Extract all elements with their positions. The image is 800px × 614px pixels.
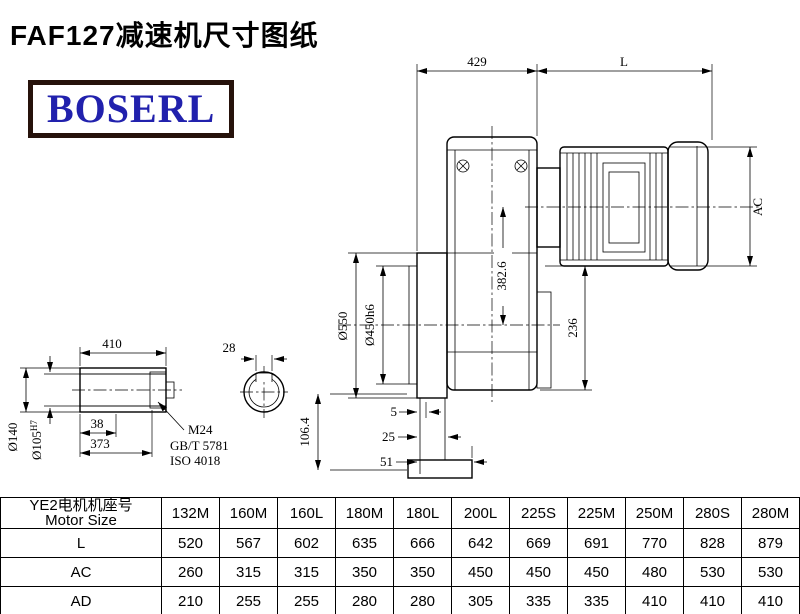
brand-logo-box: BOSERL	[28, 80, 235, 138]
dim-382-label: 382.6	[494, 261, 509, 291]
shaft-detail-view: 410 38 373 M24 GB/T 5781 ISO 4018 Ø140 Ø…	[5, 336, 229, 468]
dim-140-label: Ø140	[5, 423, 20, 452]
iso-standard-label: ISO 4018	[170, 453, 220, 468]
row-label: AC	[0, 557, 162, 587]
col-header: 180L	[393, 497, 452, 529]
cell: 635	[335, 528, 394, 558]
dim-236-label: 236	[565, 318, 580, 338]
table-row-AC: AC 260 315 315 350 350 450 450 450 480 5…	[0, 557, 800, 587]
motor-dimension-table: YE2电机机座号 Motor Size 132M 160M 160L 180M …	[0, 497, 800, 614]
col-header: 180M	[335, 497, 394, 529]
cell: 255	[219, 586, 278, 614]
cell: 642	[451, 528, 510, 558]
col-header: 225S	[509, 497, 568, 529]
cell: 350	[393, 557, 452, 587]
col-header: 280S	[683, 497, 742, 529]
table-header-motor-size: YE2电机机座号 Motor Size	[0, 497, 162, 529]
shaft-end-view: 28	[223, 340, 287, 413]
cell: 305	[451, 586, 510, 614]
motor	[536, 141, 709, 271]
col-header: 160L	[277, 497, 336, 529]
dim-106-label: 106.4	[297, 417, 312, 447]
output-flange	[407, 252, 473, 479]
cell: 520	[161, 528, 220, 558]
dim-450h6-label: Ø450h6	[362, 304, 377, 346]
dim-5-label: 5	[391, 404, 398, 419]
cell: 770	[625, 528, 684, 558]
cell: 691	[567, 528, 626, 558]
table-header-cn: YE2电机机座号	[29, 497, 133, 514]
cell: 350	[335, 557, 394, 587]
cell: 450	[509, 557, 568, 587]
row-label: AD	[0, 586, 162, 614]
dim-106: 106.4	[297, 393, 407, 471]
col-header: 225M	[567, 497, 626, 529]
dim-25-label: 25	[382, 429, 395, 444]
cell: 335	[567, 586, 626, 614]
dim-flange-diameters: Ø550 Ø450h6	[335, 252, 417, 399]
dim-236: 236	[540, 265, 592, 391]
table-row-L: L 520 567 602 635 666 642 669 691 770 82…	[0, 528, 800, 558]
dim-373-label: 373	[90, 436, 110, 451]
cell: 666	[393, 528, 452, 558]
cell: 450	[451, 557, 510, 587]
dim-382: 382.6	[494, 207, 512, 325]
dim-top: 429 L	[416, 54, 713, 251]
thread-label: M24	[188, 422, 213, 437]
cell: 410	[683, 586, 742, 614]
col-header: 200L	[451, 497, 510, 529]
dim-410-label: 410	[102, 336, 122, 351]
dim-550-label: Ø550	[335, 312, 350, 341]
cell: 530	[683, 557, 742, 587]
cell: 480	[625, 557, 684, 587]
cell: 410	[741, 586, 800, 614]
cell: 280	[335, 586, 394, 614]
brand-logo-text: BOSERL	[47, 86, 216, 131]
dim-105h7-label: Ø105H7	[29, 420, 44, 460]
dim-38-label: 38	[91, 416, 104, 431]
gearbox-housing	[446, 136, 552, 391]
col-header: 132M	[161, 497, 220, 529]
dim-51-label: 51	[380, 454, 393, 469]
col-header: 280M	[741, 497, 800, 529]
table-header-en: Motor Size	[45, 512, 117, 529]
page-title: FAF127减速机尺寸图纸	[10, 20, 319, 51]
cell: 602	[277, 528, 336, 558]
center-lines	[72, 126, 762, 418]
cell: 210	[161, 586, 220, 614]
thread-standard-label: GB/T 5781	[170, 438, 229, 453]
cell: 280	[393, 586, 452, 614]
dim-L-label: L	[620, 54, 628, 69]
technical-drawing: 429 L AC Ø550 Ø450h6 382.6	[5, 54, 765, 479]
cell: 567	[219, 528, 278, 558]
cell: 315	[277, 557, 336, 587]
cell: 410	[625, 586, 684, 614]
cell: 450	[567, 557, 626, 587]
dim-ac-label: AC	[750, 198, 765, 216]
row-label: L	[0, 528, 162, 558]
dim-28-label: 28	[223, 340, 236, 355]
cell: 255	[277, 586, 336, 614]
col-header: 160M	[219, 497, 278, 529]
cell: 335	[509, 586, 568, 614]
col-header: 250M	[625, 497, 684, 529]
cell: 530	[741, 557, 800, 587]
cell: 879	[741, 528, 800, 558]
dim-foot: 5 25 51	[380, 402, 487, 469]
cell: 315	[219, 557, 278, 587]
cell: 828	[683, 528, 742, 558]
dim-ac: AC	[670, 146, 765, 267]
cell: 260	[161, 557, 220, 587]
dim-429-label: 429	[467, 54, 487, 69]
cell: 669	[509, 528, 568, 558]
table-row-AD: AD 210 255 255 280 280 305 335 335 410 4…	[0, 586, 800, 614]
